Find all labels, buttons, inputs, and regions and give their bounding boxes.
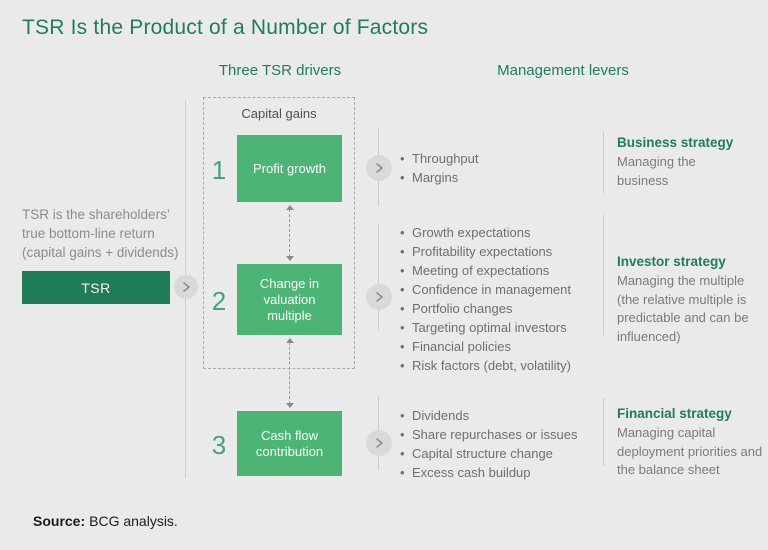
dashed-line	[289, 342, 290, 404]
tsr-description: TSR is the shareholders’ true bottom-lin…	[22, 205, 207, 262]
bullet-item: Targeting optimal investors	[400, 318, 571, 337]
driver-3-arrow-circle	[366, 430, 392, 456]
capital-gains-group-box	[203, 97, 355, 369]
strategy-description: Managing the multiple (the relative mult…	[617, 273, 749, 344]
bullet-item: Risk factors (debt, volatility)	[400, 356, 571, 375]
right-divider-segment-1	[603, 131, 604, 193]
bullet-item: Portfolio changes	[400, 299, 571, 318]
tsr-description-line: true bottom-line return	[22, 226, 155, 241]
chevron-right-icon	[375, 438, 383, 448]
chevron-right-icon	[375, 163, 383, 173]
driver-1-box: Profit growth	[237, 135, 342, 202]
strategy-title: Business strategy	[617, 135, 734, 150]
source-note: Source:BCG analysis.	[33, 513, 178, 529]
bullet-item: Share repurchases or issues	[400, 425, 577, 444]
capital-gains-label: Capital gains	[241, 106, 317, 121]
dashed-line	[289, 209, 290, 257]
strategy-title: Investor strategy	[617, 254, 726, 269]
driver-2-box: Change in valuation multiple	[237, 264, 342, 335]
double-arrow-2-3	[285, 338, 295, 408]
driver-1-bullet-list: Throughput Margins	[400, 149, 479, 187]
driver-1-arrow-circle	[366, 155, 392, 181]
tsr-description-line: (capital gains + dividends)	[22, 245, 179, 260]
business-strategy-block: Business strategy Managing the business	[617, 134, 768, 190]
investor-strategy-block: Investor strategy Managing the multiple …	[617, 253, 768, 346]
driver-3-number: 3	[211, 430, 227, 460]
driver-2-number: 2	[211, 286, 227, 316]
page-title: TSR Is the Product of a Number of Factor…	[22, 16, 429, 39]
arrowhead-up-icon	[286, 205, 294, 210]
middle-divider-segment-2	[378, 224, 379, 330]
right-divider-segment-2	[603, 215, 604, 335]
arrowhead-down-icon	[286, 256, 294, 261]
strategy-title: Financial strategy	[617, 406, 732, 421]
chevron-right-icon	[182, 282, 190, 292]
financial-strategy-block: Financial strategy Managing capital depl…	[617, 405, 768, 480]
driver-1-number: 1	[211, 155, 227, 185]
bullet-item: Dividends	[400, 406, 577, 425]
chevron-right-icon	[375, 292, 383, 302]
bullet-item: Throughput	[400, 149, 479, 168]
bullet-item: Margins	[400, 168, 479, 187]
arrowhead-down-icon	[286, 403, 294, 408]
bullet-item: Profitability expectations	[400, 242, 571, 261]
tsr-arrow-circle	[174, 275, 198, 299]
driver-3-bullet-list: Dividends Share repurchases or issues Ca…	[400, 406, 577, 482]
double-arrow-1-2	[285, 205, 295, 261]
bullet-item: Meeting of expectations	[400, 261, 571, 280]
tsr-box: TSR	[22, 271, 170, 304]
source-text: BCG analysis.	[89, 513, 178, 529]
right-divider-segment-3	[603, 398, 604, 466]
levers-column-header: Management levers	[497, 62, 629, 79]
driver-2-bullet-list: Growth expectations Profitability expect…	[400, 223, 571, 375]
tsr-description-line: TSR is the shareholders’	[22, 207, 170, 222]
driver-2-arrow-circle	[366, 284, 392, 310]
strategy-description: Managing capital deployment priorities a…	[617, 425, 763, 477]
bullet-item: Growth expectations	[400, 223, 571, 242]
bullet-item: Financial policies	[400, 337, 571, 356]
arrowhead-up-icon	[286, 338, 294, 343]
driver-3-box: Cash flow contribution	[237, 411, 342, 476]
source-label: Source:	[33, 513, 86, 529]
strategy-description: Managing the business	[617, 154, 696, 188]
bullet-item: Capital structure change	[400, 444, 577, 463]
bullet-item: Excess cash buildup	[400, 463, 577, 482]
drivers-column-header: Three TSR drivers	[218, 62, 342, 79]
bullet-item: Confidence in management	[400, 280, 571, 299]
